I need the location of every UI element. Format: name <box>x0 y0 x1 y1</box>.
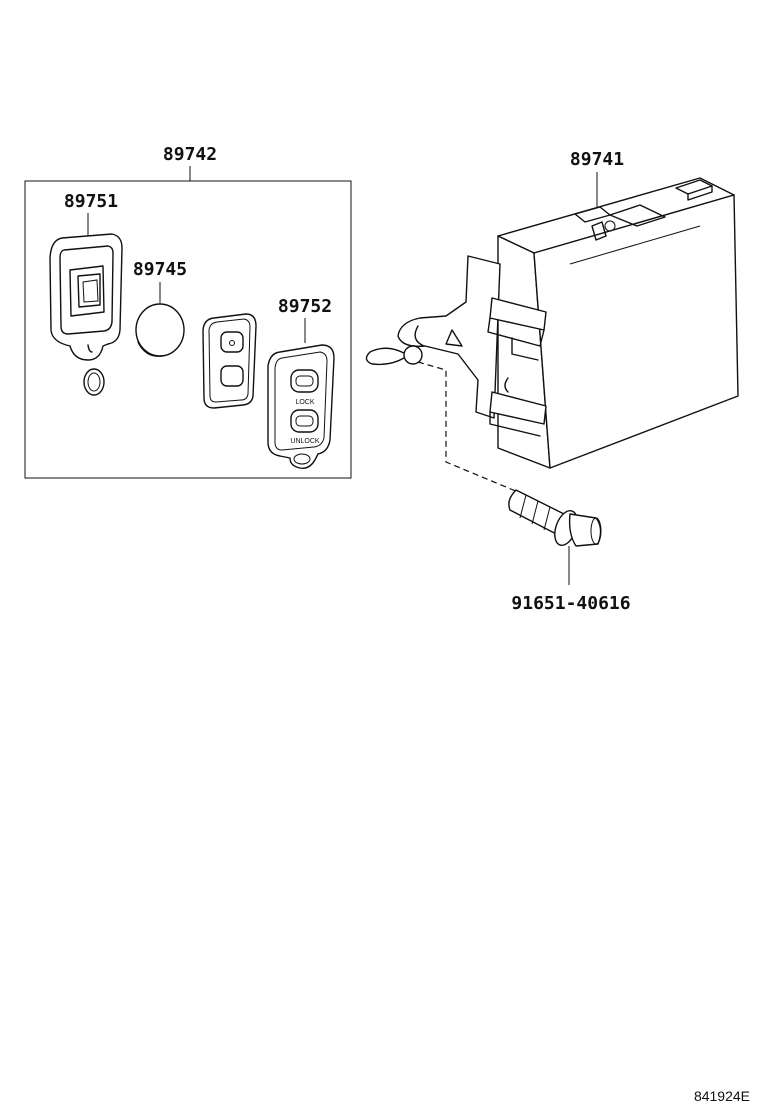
lock-button <box>290 369 319 393</box>
bolt-shank <box>508 489 565 537</box>
key-ring-icon <box>83 368 105 396</box>
unlock-button-label: UNLOCK <box>290 438 320 445</box>
bolt-head <box>568 513 602 547</box>
receiver-group: 89741 <box>365 149 739 469</box>
battery-part-number[interactable]: 89745 <box>133 259 187 280</box>
transmitter-board-group <box>202 313 257 409</box>
lock-button-label: LOCK <box>295 399 314 406</box>
transmitter-group: 89752 LOCK UNLOCK <box>267 296 335 469</box>
transmitter-part-number[interactable]: 89752 <box>278 296 332 317</box>
transmitter-case-shell <box>49 233 123 361</box>
battery-group: 89745 <box>133 259 187 357</box>
kit-group: 89742 <box>24 144 352 479</box>
figure-code: 841924E <box>694 1088 750 1104</box>
install-path <box>417 361 519 493</box>
kit-box <box>24 180 352 479</box>
bolt-part-number[interactable]: 91651-40616 <box>511 593 630 614</box>
battery-cell-icon <box>135 303 185 357</box>
transmitter-housing <box>267 344 335 469</box>
unlock-button <box>290 409 319 433</box>
transmitter-case-part-number[interactable]: 89751 <box>64 191 118 212</box>
kit-part-number[interactable]: 89742 <box>163 144 217 165</box>
bolt-group: 91651-40616 <box>508 489 631 614</box>
transmitter-case-group: 89751 <box>49 191 123 396</box>
receiver-side-face <box>533 194 739 469</box>
receiver-part-number[interactable]: 89741 <box>570 149 624 170</box>
